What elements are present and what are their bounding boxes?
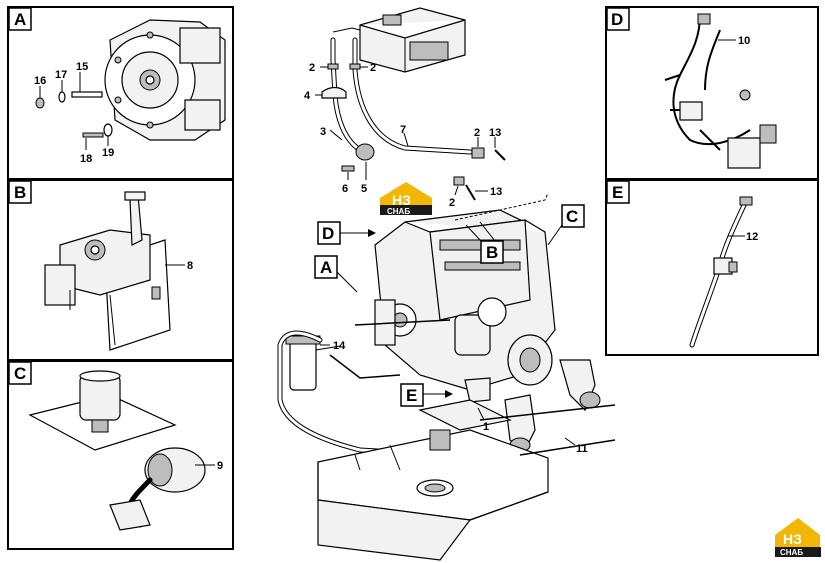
top-reservoir-drawing (359, 7, 466, 73)
svg-text:A: A (320, 258, 332, 277)
hose-bracket (321, 86, 347, 99)
wiring-harness-drawing (664, 13, 777, 169)
callout-13-a: 13 (489, 127, 501, 139)
brand-logo-center: НЗ СНАБ (380, 182, 432, 216)
dipstick-tube-drawing (689, 196, 753, 348)
panel-a-tag: A (14, 10, 26, 29)
panel-c-tag: C (14, 364, 26, 383)
callout-18: 18 (80, 153, 92, 165)
engine-block-drawing (374, 209, 601, 453)
callout-7: 7 (400, 124, 406, 136)
panel-b: B 8 (7, 179, 234, 361)
clamp-upper-left (327, 63, 339, 70)
panel-c-tag-box (8, 361, 32, 385)
tag-d: D (317, 221, 376, 245)
hose-fitting (355, 143, 375, 161)
flywheel-housing-drawing (104, 19, 226, 141)
callout-17: 17 (55, 69, 67, 81)
panel-a-tag-box (8, 7, 32, 31)
panel-e-tag: E (612, 183, 623, 202)
callout-13-b: 13 (490, 186, 502, 198)
panel-d-tag-box (606, 7, 630, 31)
callout-12: 12 (746, 231, 758, 243)
fuel-tank-drawing (317, 399, 549, 561)
callout-11: 11 (576, 443, 588, 455)
callout-1: 1 (483, 421, 489, 433)
svg-text:C: C (566, 207, 578, 226)
fitting-lower (453, 176, 465, 186)
air-cleaner-drawing (28, 370, 206, 531)
bolt-6 (341, 165, 355, 172)
svg-text:СНАБ: СНАБ (780, 548, 803, 557)
tag-b: B (465, 221, 504, 264)
callout-8: 8 (187, 260, 193, 272)
main-assembly: 2 2 4 3 6 5 7 2 13 2 13 14 1 11 D A B (277, 7, 616, 561)
fitting-right (471, 147, 485, 159)
callout-16: 16 (34, 75, 46, 87)
panel-c: C 9 (7, 360, 234, 550)
callout-3: 3 (320, 126, 326, 138)
callout-15: 15 (76, 61, 88, 73)
fuel-filter-drawing (285, 335, 341, 391)
engine-bracket-drawing (44, 191, 171, 351)
clamp-upper-right (349, 63, 361, 70)
svg-text:СНАБ: СНАБ (387, 207, 410, 216)
panel-e-tag-box (606, 180, 630, 204)
callout-2-c: 2 (474, 127, 480, 139)
callout-2-a: 2 (309, 62, 315, 74)
svg-text:НЗ: НЗ (392, 192, 411, 208)
tag-a: A (314, 255, 358, 293)
callout-9: 9 (217, 460, 223, 472)
panel-d: D 10 (605, 6, 819, 180)
panel-b-tag: B (14, 183, 26, 202)
callout-2-b: 2 (370, 62, 376, 74)
callout-14: 14 (333, 340, 346, 352)
tag-c: C (547, 204, 585, 246)
callout-6: 6 (342, 183, 348, 195)
callout-4: 4 (304, 90, 311, 102)
tag-e: E (400, 383, 453, 407)
svg-text:E: E (406, 386, 417, 405)
callout-19: 19 (102, 147, 114, 159)
panel-b-tag-box (8, 180, 32, 204)
callout-2-d: 2 (449, 197, 455, 209)
panel-a: A 16 17 15 18 (7, 6, 234, 180)
callout-5: 5 (361, 183, 367, 195)
brand-logo-corner: НЗ СНАБ (775, 518, 821, 557)
svg-text:D: D (322, 224, 334, 243)
svg-text:B: B (486, 243, 498, 262)
panel-e: E 12 (605, 179, 819, 356)
panel-d-tag: D (611, 10, 623, 29)
callout-10: 10 (738, 35, 750, 47)
svg-text:НЗ: НЗ (783, 531, 802, 547)
